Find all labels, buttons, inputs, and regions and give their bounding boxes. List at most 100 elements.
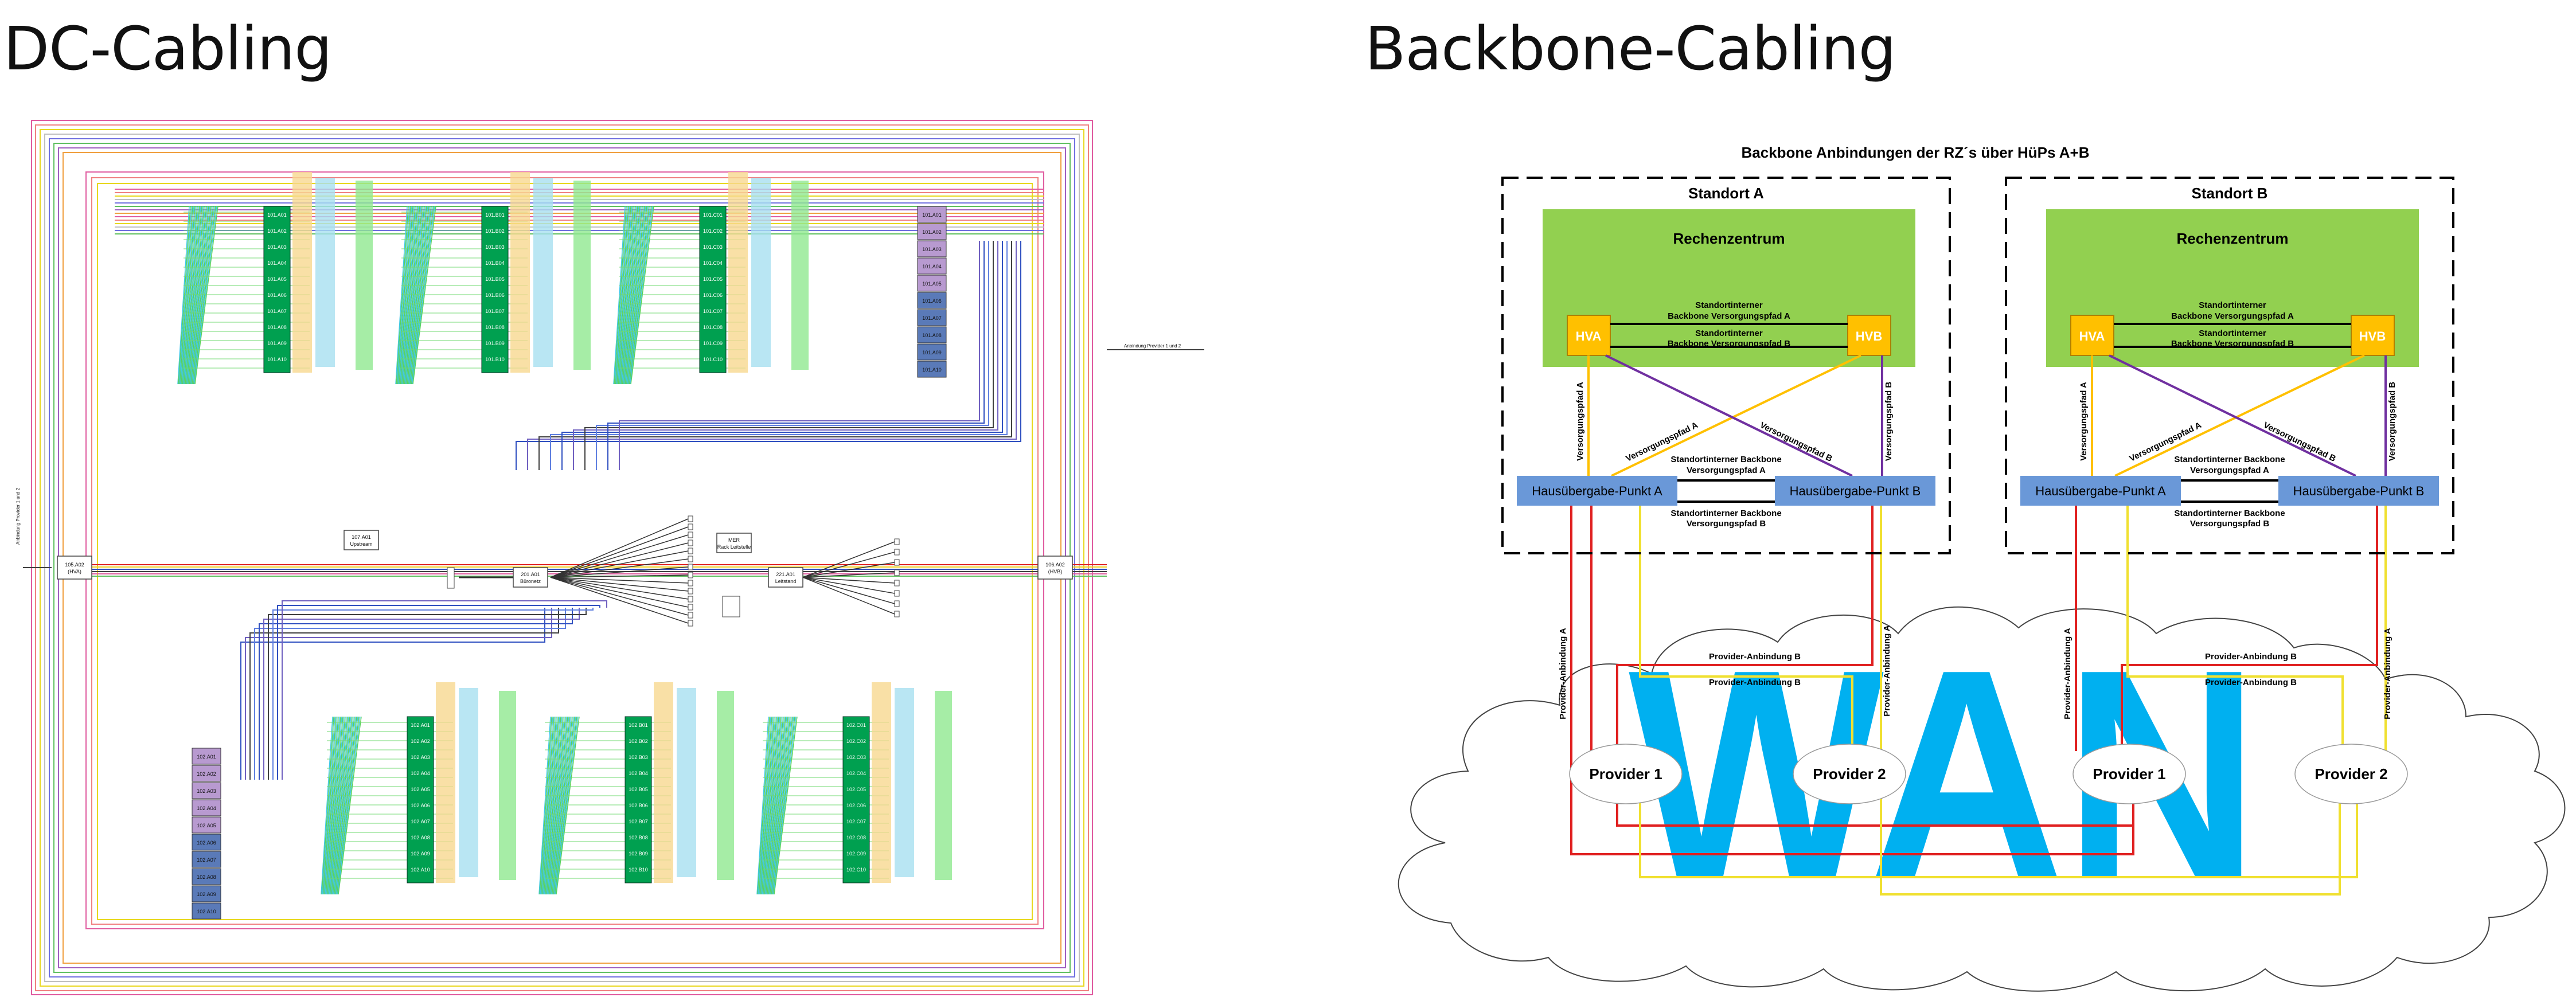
patch-line [765, 716, 784, 895]
patch-line [771, 716, 794, 895]
patch-line [627, 206, 650, 385]
patch-line [189, 206, 210, 385]
rack-label: 101.B02 [485, 228, 505, 234]
cable-loop [35, 124, 1089, 991]
endpoint-box [688, 604, 693, 611]
hup-a-box [2020, 476, 2181, 506]
patch-line [177, 206, 190, 385]
agg-rack [917, 257, 947, 275]
rack-label: 102.B04 [629, 771, 648, 776]
uplink-cable [538, 241, 1012, 470]
tree-line [802, 541, 895, 578]
rack-label: 102.B08 [629, 835, 648, 840]
patch-line [338, 716, 362, 895]
patch-line [626, 206, 647, 385]
patch-line [761, 716, 777, 895]
tree-line [550, 534, 689, 578]
endpoint-box [688, 523, 693, 530]
patch-line [191, 206, 213, 385]
rack-label: 102.A09 [411, 851, 430, 857]
patch-line [335, 716, 358, 895]
patch-line [544, 716, 560, 895]
patch-line [620, 206, 638, 385]
patch-line [185, 206, 204, 385]
patch-line [621, 206, 639, 385]
tree-line [802, 552, 895, 578]
provider-link [1880, 505, 2341, 896]
cable-tray [315, 178, 335, 367]
agg-rack [917, 361, 947, 378]
rack-label: 101.C05 [703, 276, 723, 282]
patch-line [773, 716, 797, 895]
tree-line [550, 577, 689, 616]
rack-label: 101.B06 [485, 292, 505, 298]
patch-line [541, 716, 556, 895]
patch-line [403, 206, 421, 385]
patch-line [323, 716, 338, 895]
patch-line [613, 206, 626, 385]
provider-link [1639, 791, 2358, 878]
agg-label: 101.A06 [922, 298, 942, 304]
hup-a-box [1517, 476, 1677, 506]
patch-line [408, 206, 430, 385]
cable-tray [677, 688, 696, 877]
tree-line [550, 574, 689, 578]
endpoint-box [894, 559, 900, 566]
hup-path-b-line1: Standortinterner Backbone [1671, 509, 1781, 518]
patch-line [410, 206, 433, 385]
uplink-cable [596, 241, 989, 470]
patch-line [757, 716, 770, 895]
rack-label: 101.C09 [703, 341, 723, 346]
provider-link [1639, 505, 1853, 757]
cable-tray [533, 178, 553, 367]
endpoint-box [688, 515, 693, 522]
endpoint-box [688, 588, 693, 595]
rack-label: 101.C03 [703, 244, 723, 250]
uplink-cable [245, 608, 552, 780]
patch-line [321, 716, 333, 895]
diag-path-a [2114, 354, 2365, 477]
rack-label: 101.B09 [485, 341, 505, 346]
diag-path-b [1605, 354, 1853, 477]
patch-line [406, 206, 426, 385]
agg-rack [192, 748, 221, 765]
rack-label: 102.C03 [846, 754, 866, 760]
hup-path-a-line2: Versorgungspfad A [1687, 466, 1766, 475]
patch-line [189, 206, 209, 385]
patch-line [539, 716, 552, 895]
tree-line [550, 526, 689, 578]
patch-line [396, 206, 410, 385]
rack-label: 101.C02 [703, 228, 723, 234]
vert-a-label: Versorgungspfad A [2079, 382, 2089, 461]
patch-line [396, 206, 409, 385]
patch-line [547, 716, 566, 895]
agg-rack [192, 782, 221, 799]
patch-line [555, 716, 579, 895]
patch-line [760, 716, 775, 895]
patch-line [542, 716, 558, 895]
backbone-cabling-title: Backbone-Cabling [1365, 14, 1896, 84]
patch-line [762, 716, 778, 895]
endpoint-box [688, 620, 693, 627]
agg-label: 102.A05 [197, 823, 216, 828]
vert-a-label: Versorgungspfad A [1575, 382, 1585, 461]
endpoint-box [688, 612, 693, 619]
endpoint-box [447, 567, 455, 589]
rack-label: 102.B01 [629, 722, 648, 728]
rack-label: 101.B01 [485, 212, 505, 218]
patch-line [405, 206, 425, 385]
hup-path-a-line1: Standortinterner Backbone [2174, 455, 2285, 464]
rz-path-b-line1: Standortinterner [2199, 329, 2266, 338]
patch-line [627, 206, 649, 385]
cable-loop [31, 120, 1093, 995]
provider-link-a-left: Provider-Anbindung A [1558, 628, 1568, 720]
rack-label: 102.C08 [846, 835, 866, 840]
provider-link [2121, 505, 2378, 751]
site-box [2005, 177, 2454, 554]
patch-line [547, 716, 565, 895]
agg-label: 102.A09 [197, 891, 216, 897]
patch-line [549, 716, 568, 895]
upstream-name: Upstream [350, 541, 372, 547]
uplink-cable [263, 608, 580, 780]
agg-rack [192, 816, 221, 834]
